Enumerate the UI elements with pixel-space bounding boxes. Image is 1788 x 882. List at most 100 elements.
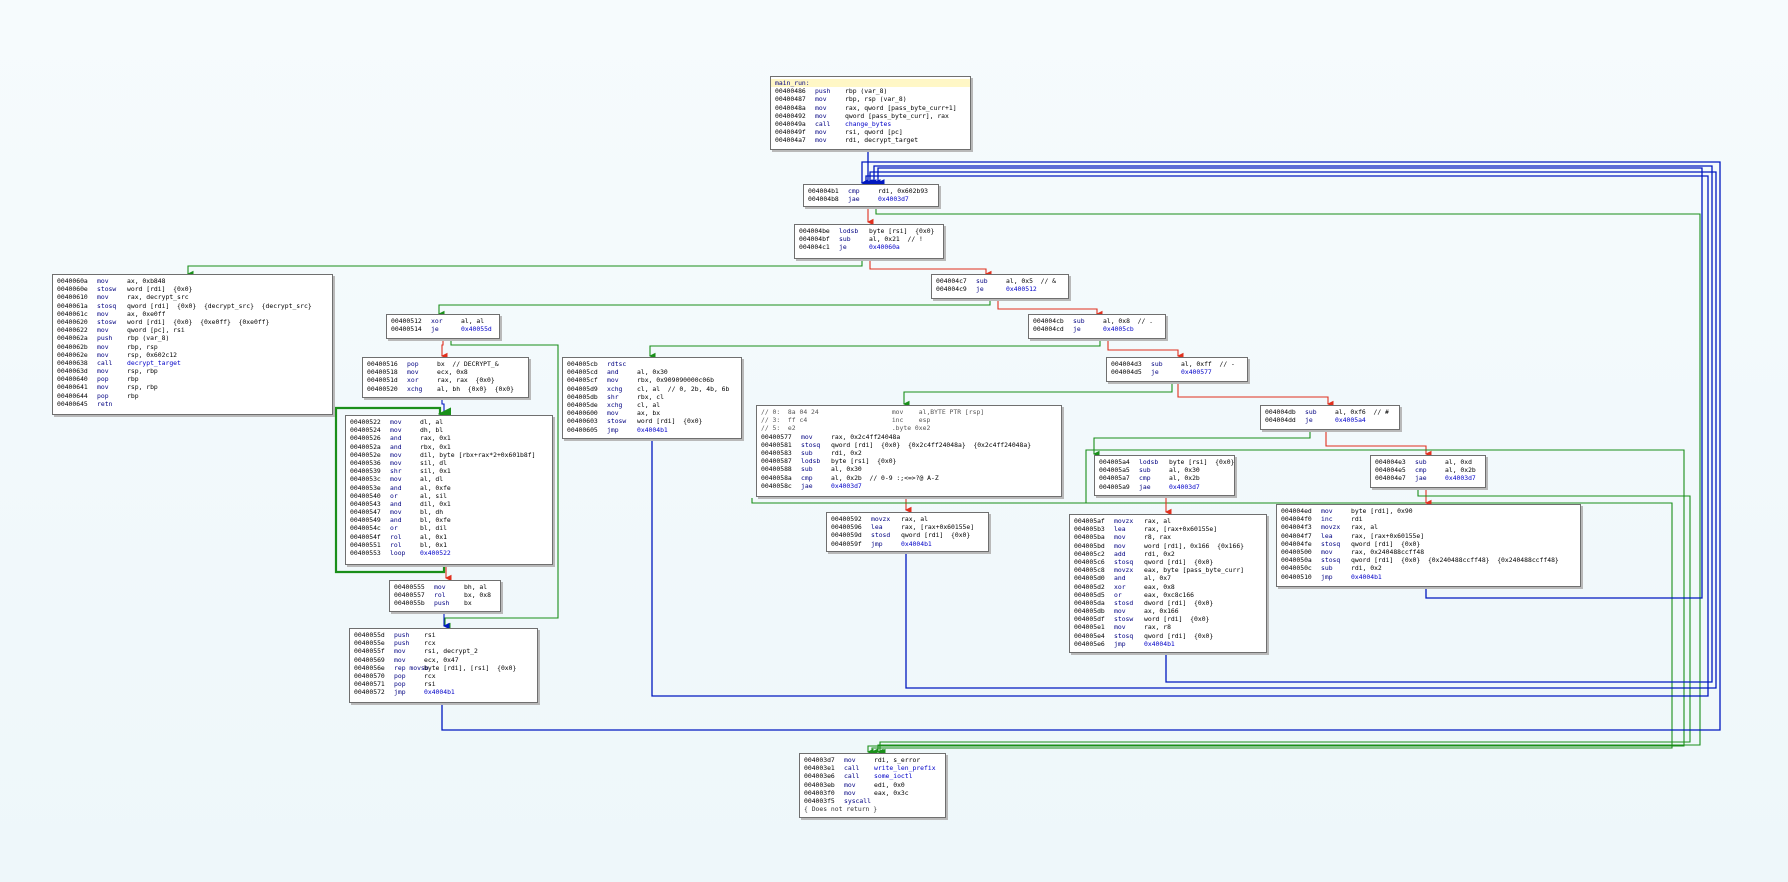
block-400577[interactable]: // 0: 8a 04 24 mov al,BYTE PTR [rsp]// 3… — [756, 405, 1062, 497]
